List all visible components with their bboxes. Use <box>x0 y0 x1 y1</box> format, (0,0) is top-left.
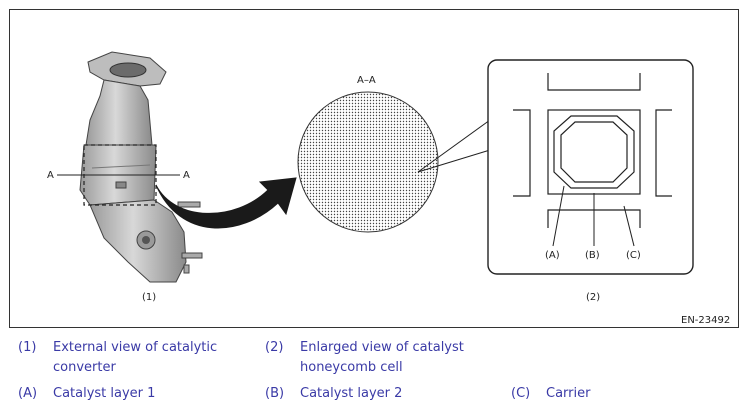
legend-key: (1) <box>18 340 37 355</box>
legend-key: (A) <box>18 386 38 401</box>
view-1-label: (1) <box>142 292 156 303</box>
catalytic-converter-illustration <box>57 51 203 283</box>
view-2-label: (2) <box>586 292 600 303</box>
detail-box <box>487 59 694 275</box>
arrow-icon <box>155 177 297 229</box>
section-marker-left: A <box>47 170 54 181</box>
legend-key: (2) <box>265 340 284 355</box>
legend-text: Enlarged view of catalyst honeycomb cell <box>300 340 464 375</box>
section-marker-right: A <box>183 170 190 181</box>
honeycomb-cross-section <box>297 91 439 233</box>
legend-key: (B) <box>265 386 285 401</box>
detail-label-c: (C) <box>626 250 641 261</box>
legend-text: Carrier <box>546 386 591 401</box>
detail-label-a: (A) <box>545 250 560 261</box>
detail-leader-top <box>417 119 491 173</box>
legend-text: Catalyst layer 1 <box>53 386 156 401</box>
legend-key: (C) <box>511 386 531 401</box>
section-title: A–A <box>357 75 376 86</box>
legend-text: Catalyst layer 2 <box>300 386 403 401</box>
detail-label-b: (B) <box>585 250 600 261</box>
figure-code: EN-23492 <box>681 315 730 326</box>
leader-a <box>552 185 565 247</box>
leader-c <box>623 205 635 247</box>
detail-leader-bottom <box>417 149 491 173</box>
legend: (1) External view of catalytic converter… <box>0 330 750 410</box>
legend-text: External view of catalytic converter <box>53 340 218 375</box>
